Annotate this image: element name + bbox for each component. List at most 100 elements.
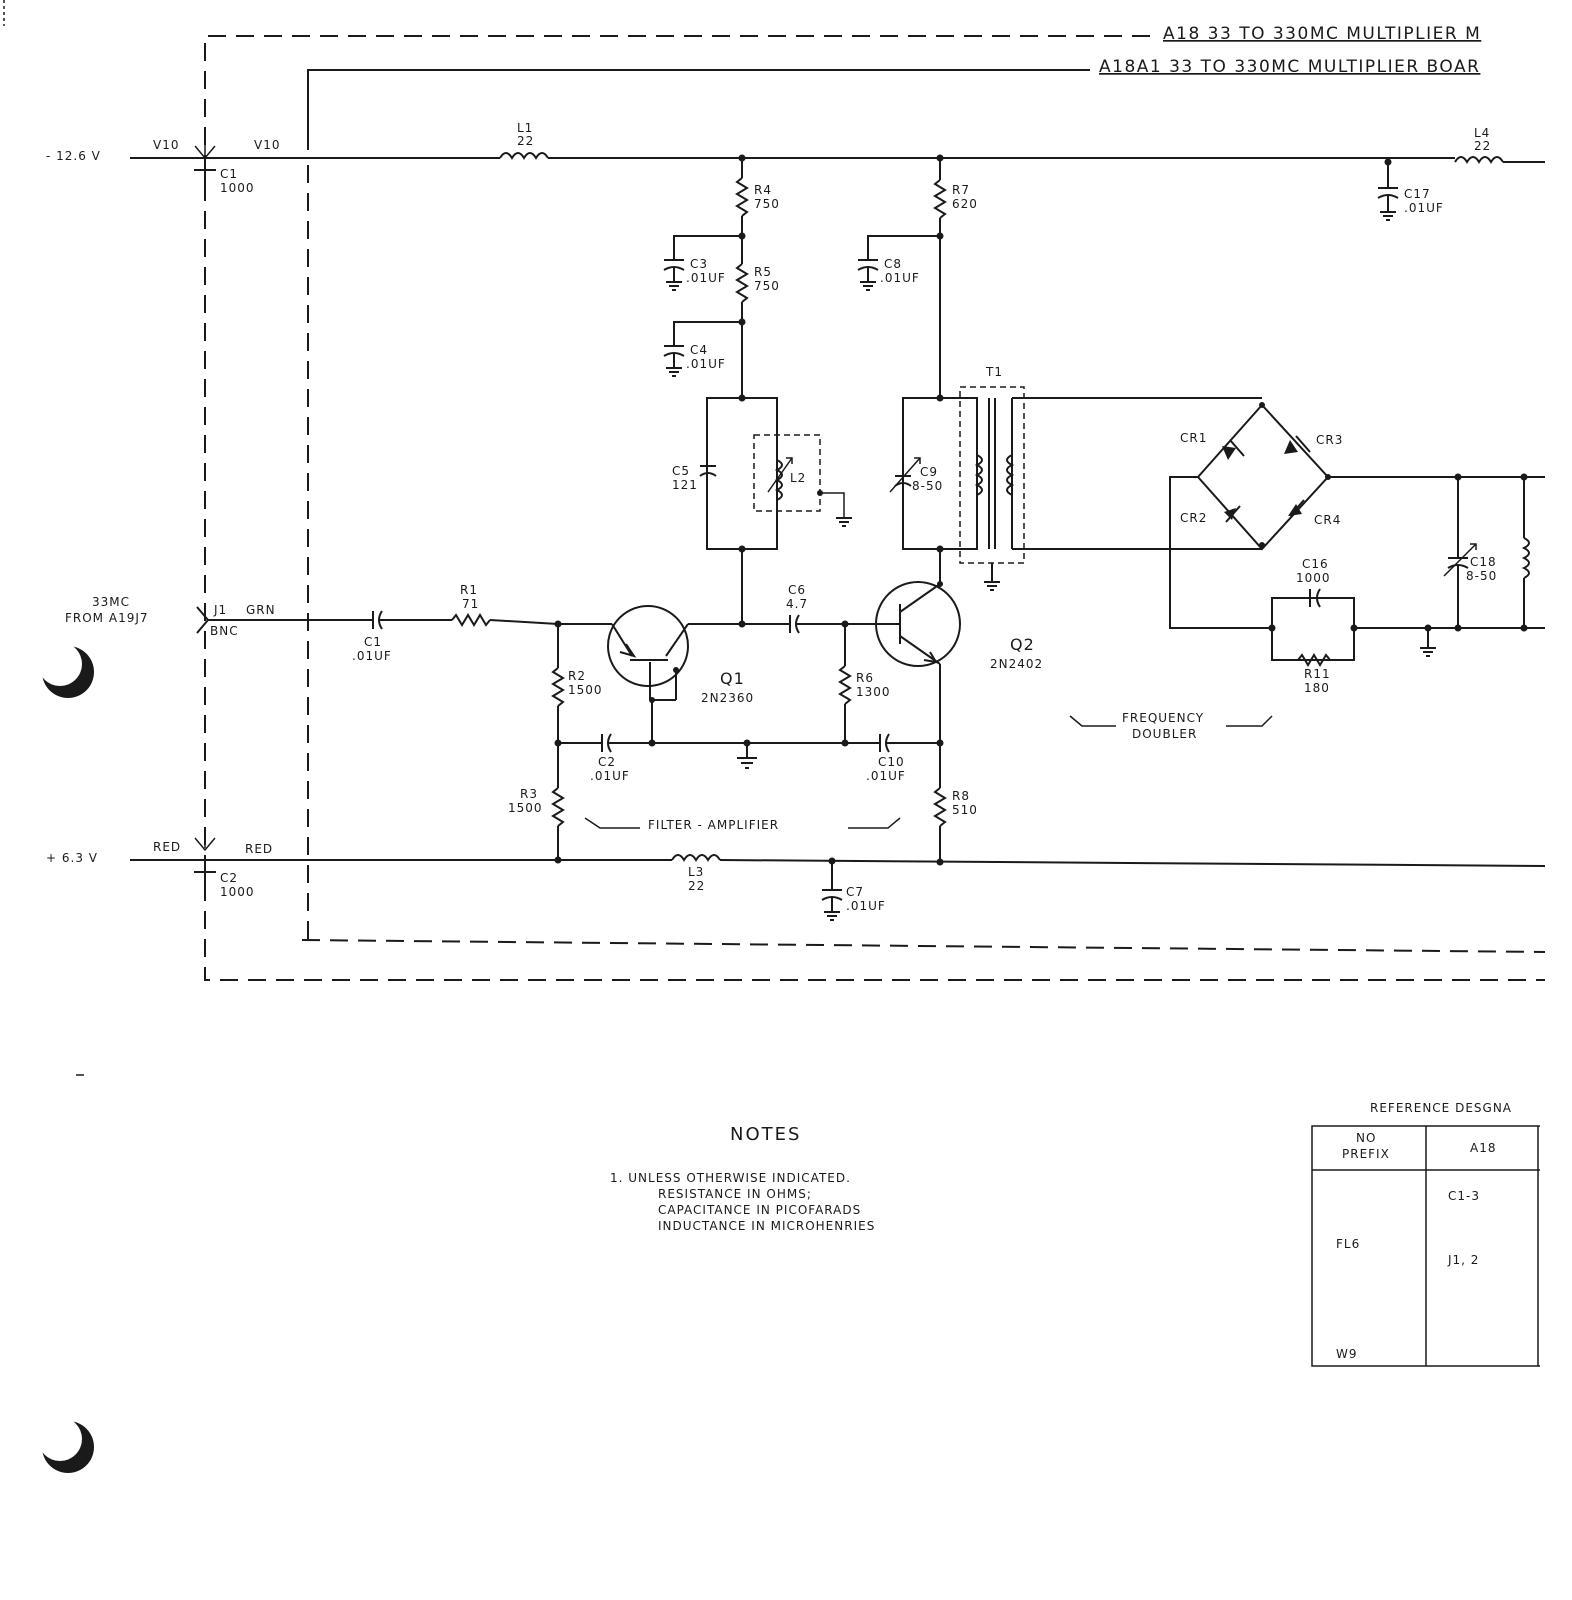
r5-name: R5: [754, 265, 772, 279]
board-boundary-bottom: [301, 939, 1546, 953]
t1-name: T1: [985, 365, 1003, 379]
l3-name: L3: [688, 865, 704, 879]
c6-name: C6: [788, 583, 806, 597]
r2-resistor: [551, 667, 565, 707]
l2-shield: [753, 434, 821, 512]
r1-value: 71: [462, 597, 479, 611]
wire-red-left: RED: [153, 840, 181, 854]
c18-value: 8-50: [1466, 569, 1497, 583]
c10-value: .01UF: [866, 769, 906, 783]
c4-value: .01UF: [686, 357, 726, 371]
r8-name: R8: [952, 789, 970, 803]
filter-amp-bracket-left: [584, 817, 640, 829]
r11-value: 180: [1304, 681, 1330, 695]
ref-cell: J1, 2: [1447, 1253, 1479, 1267]
l1-name: L1: [517, 121, 533, 135]
c2-ext-value: 1000: [220, 885, 255, 899]
r1-name: R1: [460, 583, 478, 597]
board-boundary-top: [307, 69, 1090, 150]
c2-ext-name: C2: [220, 871, 238, 885]
r7-resistor: [933, 179, 947, 219]
ref-table-caption: REFERENCE DESGNA: [1370, 1101, 1512, 1115]
c1-value: .01UF: [352, 649, 392, 663]
r5-value: 750: [754, 279, 780, 293]
notes-line3: CAPACITANCE IN PICOFARADS: [658, 1203, 861, 1217]
c3-name: C3: [690, 257, 708, 271]
r7-name: R7: [952, 183, 970, 197]
c16-name: C16: [1302, 557, 1329, 571]
filter-amp-label: FILTER - AMPLIFIER: [648, 818, 779, 832]
r1-resistor: [451, 613, 491, 627]
c2-value: .01UF: [590, 769, 630, 783]
c1-ext-value: 1000: [220, 181, 255, 195]
cr2-diode-icon: [1224, 508, 1236, 520]
cr4-label: CR4: [1314, 513, 1341, 527]
c7-name: C7: [846, 885, 864, 899]
bnc-label: BNC: [210, 624, 239, 638]
input-signal-line1: 33MC: [92, 595, 130, 609]
t1-shield: [959, 386, 1025, 564]
assembly-boundary: [204, 35, 1545, 981]
l3-value: 22: [688, 879, 705, 893]
r8-value: 510: [952, 803, 978, 817]
cr2-label: CR2: [1180, 511, 1207, 525]
c18-name: C18: [1470, 555, 1497, 569]
c5-value: 121: [672, 478, 698, 492]
cr1-label: CR1: [1180, 431, 1207, 445]
r6-resistor: [838, 665, 852, 705]
r6-name: R6: [856, 671, 874, 685]
q1-transistor: [607, 605, 689, 687]
assembly-title: A18 33 TO 330MC MULTIPLIER M: [1163, 24, 1481, 44]
c17-name: C17: [1404, 187, 1431, 201]
r3-resistor: [551, 787, 565, 827]
wire-v10-left: V10: [153, 138, 179, 152]
q1-name: Q1: [720, 669, 745, 688]
c9-name: C9: [920, 465, 938, 479]
r3-name: R3: [520, 787, 538, 801]
c17-value: .01UF: [1404, 201, 1444, 215]
r4-value: 750: [754, 197, 780, 211]
ref-col1-header-1: NO: [1356, 1131, 1376, 1145]
l4-name: L4: [1474, 126, 1490, 140]
cr3-diode-icon: [1284, 440, 1298, 454]
wire-grn-label: GRN: [246, 603, 276, 617]
l3-inductor: [671, 854, 721, 862]
ref-cell: W9: [1336, 1347, 1358, 1361]
pos-supply-label: + 6.3 V: [46, 851, 98, 865]
r5-resistor: [735, 263, 749, 303]
c6-value: 4.7: [786, 597, 808, 611]
l1-value: 22: [517, 134, 534, 148]
cr1-diode-icon: [1222, 446, 1236, 460]
l1-inductor: [499, 152, 549, 160]
output-inductor: [1521, 537, 1530, 579]
c5-l2-tank: [706, 397, 778, 550]
notes-line2: RESISTANCE IN OHMS;: [658, 1187, 812, 1201]
c16-value: 1000: [1296, 571, 1331, 585]
q2-transistor: [875, 581, 961, 667]
input-signal-line2: FROM A19J7: [65, 611, 149, 625]
t1-primary: [974, 454, 983, 496]
c5-name: C5: [672, 464, 690, 478]
j1-jack-icon: [196, 606, 210, 634]
board-title: A18A1 33 TO 330MC MULTIPLIER BOAR: [1099, 57, 1480, 77]
l2-name: L2: [790, 471, 806, 485]
doubler-label-line1: FREQUENCY: [1122, 711, 1204, 725]
c16-r11-network: [1271, 597, 1355, 661]
c3-value: .01UF: [686, 271, 726, 285]
r8-resistor: [933, 787, 947, 827]
l4-inductor: [1454, 156, 1504, 164]
q2-name: Q2: [1010, 635, 1035, 654]
c4-name: C4: [690, 343, 708, 357]
c2-name: C2: [598, 755, 616, 769]
doubler-bracket-left: [1069, 715, 1116, 727]
c8-value: .01UF: [880, 271, 920, 285]
wire-red-right: RED: [245, 842, 273, 856]
c10-name: C10: [878, 755, 905, 769]
pos-rail-2: [719, 859, 1546, 867]
ref-col2-header: A18: [1470, 1141, 1496, 1155]
notes-line4: INDUCTANCE IN MICROHENRIES: [658, 1219, 875, 1233]
r4-resistor: [735, 177, 749, 217]
ref-cell: FL6: [1336, 1237, 1360, 1251]
feedthru-arrow-top: [194, 145, 216, 160]
